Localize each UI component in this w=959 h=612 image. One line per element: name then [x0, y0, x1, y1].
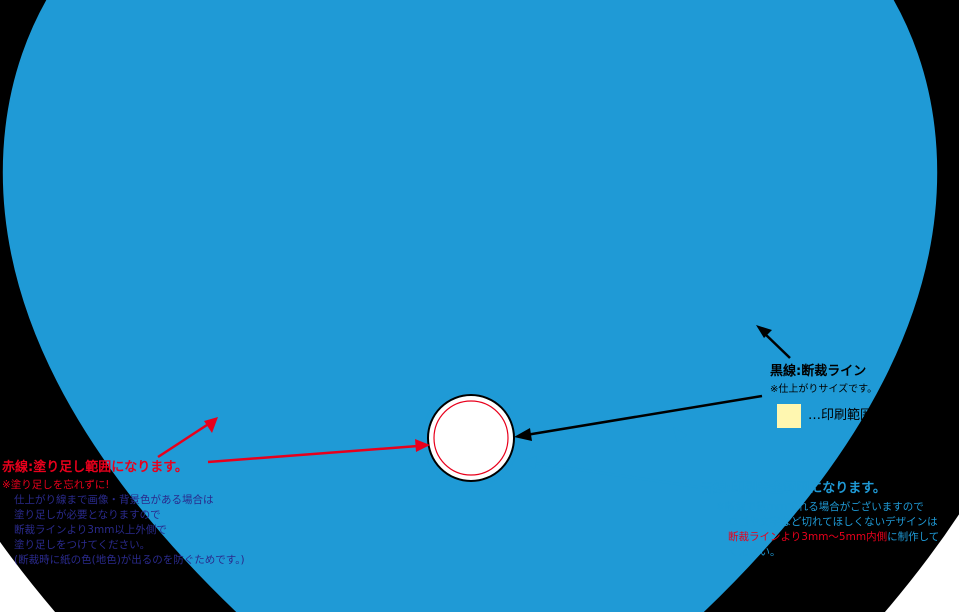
blue-note-3-highlight: 断裁ラインより3mm〜5mm内側 [728, 531, 888, 543]
blue-line-title: 青線:印刷安全範囲になります。 [700, 481, 886, 496]
red-note-1: ※塗り足しを忘れずに! [2, 479, 110, 491]
blue-line-notes: ※断裁で数mmずれる場合がございますので ロゴや文字など切れてほしくないデザイン… [716, 500, 939, 560]
blue-arrow-hole [522, 456, 699, 489]
safe-line [178, 3, 762, 587]
print-area-label: …印刷範囲 [808, 408, 874, 423]
red-arrow-side [157, 417, 218, 459]
black-line-note: ※仕上がりサイズです。 [770, 384, 878, 395]
blue-note-1: ※断裁で数mmずれる場合がございますので [716, 501, 924, 513]
red-arrow-hole [207, 439, 430, 464]
blue-arrow-side [673, 427, 714, 481]
pointer-arrows [157, 325, 791, 489]
black-line-title: 黒線:断裁ライン [770, 364, 867, 379]
red-line-notes: ※塗り足しを忘れずに! 仕上がり線まで画像・背景色がある場合は 塗り足しが必要と… [2, 478, 245, 568]
blue-note-3-rest: に制作して [887, 531, 940, 543]
black-arrow-top [756, 325, 791, 359]
black-arrow-hole [514, 394, 763, 441]
red-note-4: 断裁ラインより3mm以上外側で [14, 524, 167, 536]
red-note-6: (断裁時に紙の色(地色)が出るのを防ぐためです。) [14, 554, 245, 566]
print-area-swatch [777, 404, 801, 428]
blue-note-4: ください。 [728, 546, 781, 558]
hole [421, 388, 521, 488]
red-note-2: 仕上がり線まで画像・背景色がある場合は [14, 494, 214, 506]
red-note-5: 塗り足しをつけてください。 [14, 539, 151, 551]
red-line-title: 赤線:塗り足し範囲になります。 [2, 460, 188, 475]
blue-note-2: ロゴや文字など切れてほしくないデザインは [728, 516, 938, 528]
blue-note-3: 断裁ラインより3mm〜5mm内側に制作して [716, 530, 939, 545]
red-note-3: 塗り足しが必要となりますので [14, 509, 161, 521]
